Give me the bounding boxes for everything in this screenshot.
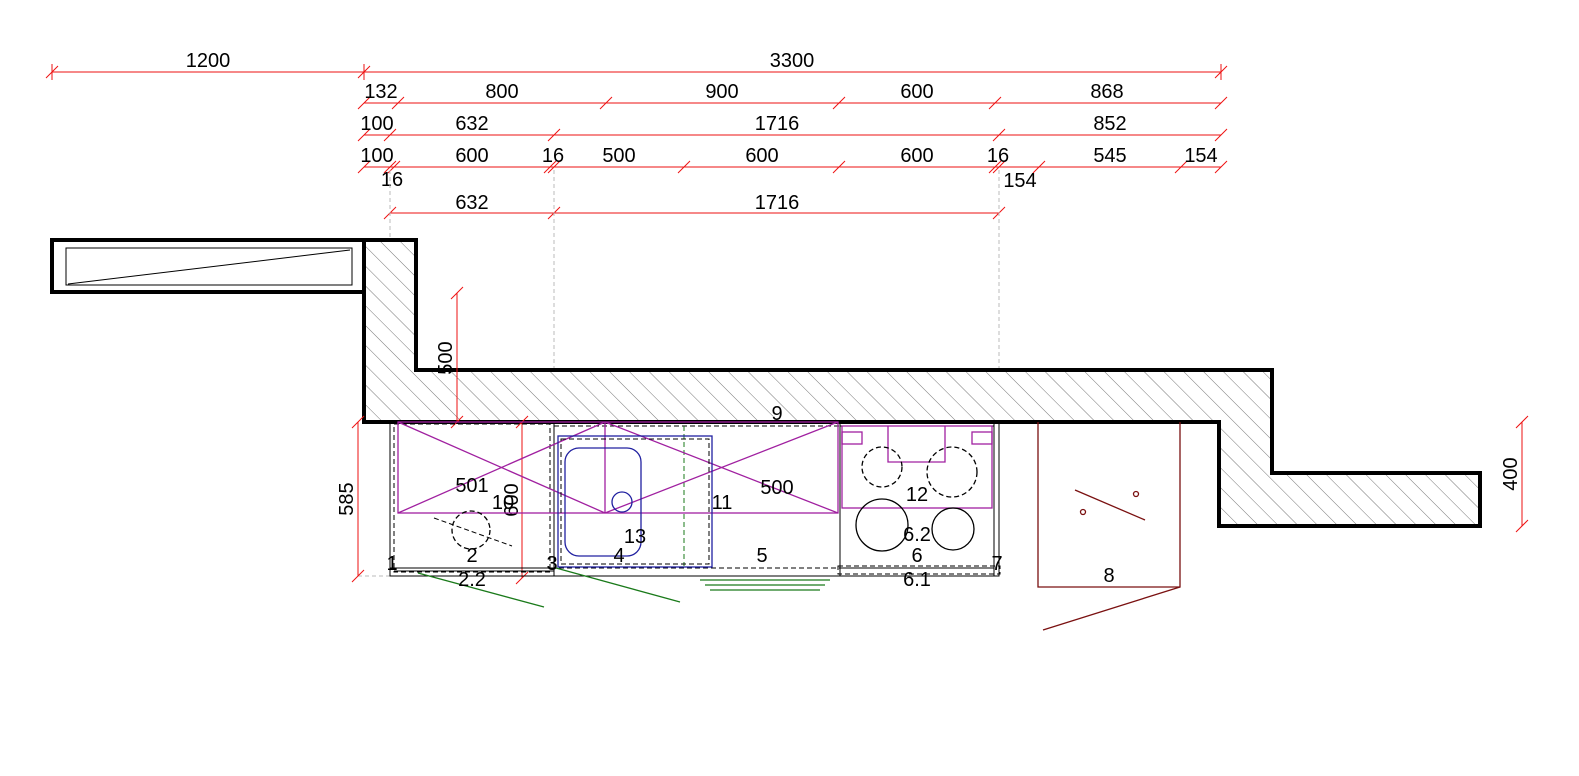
label-501: 501 [455, 475, 488, 497]
dim-label-632b: 632 [455, 192, 488, 214]
vertical-dimensions: 500 585 600 400 [336, 286, 1529, 585]
dim-label-100: 100 [360, 113, 393, 135]
sink [557, 435, 713, 568]
dim-label-852: 852 [1093, 113, 1126, 135]
dim-label-1200: 1200 [186, 50, 231, 72]
label-12: 12 [906, 484, 928, 506]
element-labels: 1 2 2.2 3 4 5 6 6.1 6.2 7 8 9 10 11 12 1… [386, 403, 1114, 591]
label-3: 3 [546, 553, 557, 575]
base-cabinets [389, 421, 1001, 577]
label-6: 6 [911, 545, 922, 567]
dim-label-600b: 600 [745, 145, 778, 167]
dim-label-1716b: 1716 [755, 192, 800, 214]
dim-label-v600: 600 [501, 483, 523, 516]
dim-label-800: 800 [485, 81, 518, 103]
label-500: 500 [760, 477, 793, 499]
dimension-row-4: 100 600 16 500 600 600 16 545 154 16 154 [357, 145, 1228, 192]
dim-label-100b: 100 [360, 145, 393, 167]
dim-label-1716: 1716 [755, 113, 800, 135]
label-8: 8 [1103, 565, 1114, 587]
dim-label-500: 500 [602, 145, 635, 167]
dim-label-900: 900 [705, 81, 738, 103]
dim-label-868: 868 [1090, 81, 1123, 103]
label-7: 7 [991, 553, 1002, 575]
label-9: 9 [771, 403, 782, 425]
dim-label-v500: 500 [435, 341, 457, 374]
hob [855, 446, 978, 552]
label-1: 1 [386, 553, 397, 575]
dim-label-v585: 585 [336, 482, 358, 515]
dim-label-600c: 600 [900, 145, 933, 167]
label-2: 2 [466, 545, 477, 567]
dim-label-132: 132 [364, 81, 397, 103]
dim-label-545: 545 [1093, 145, 1126, 167]
dim-label-154b: 154 [1003, 170, 1036, 192]
dim-label-600: 600 [900, 81, 933, 103]
dim-label-632: 632 [455, 113, 488, 135]
label-2-2: 2.2 [458, 569, 486, 591]
dimension-row-1: 1200 3300 [45, 50, 1228, 80]
label-5: 5 [756, 545, 767, 567]
dimension-row-2: 132 800 900 600 868 [357, 81, 1228, 110]
label-13: 13 [624, 526, 646, 548]
dimension-row-3: 100 632 1716 852 [357, 113, 1228, 142]
label-10: 10 [492, 492, 514, 514]
dimension-row-5: 632 1716 [383, 192, 1006, 220]
door-swings [417, 567, 830, 608]
dim-label-16b: 16 [987, 145, 1009, 167]
label-6-1: 6.1 [903, 569, 931, 591]
label-4: 4 [613, 545, 624, 567]
upper-cabinets [397, 421, 993, 514]
dim-label-16a: 16 [542, 145, 564, 167]
dim-label-600a: 600 [455, 145, 488, 167]
dim-label-v400: 400 [1500, 457, 1522, 490]
dim-label-3300: 3300 [770, 50, 815, 72]
label-6-2: 6.2 [903, 524, 931, 546]
label-11: 11 [712, 492, 733, 514]
dim-label-154a: 154 [1184, 145, 1217, 167]
dim-label-16c: 16 [381, 169, 403, 191]
fridge [1037, 422, 1181, 631]
corner-element [433, 510, 513, 550]
